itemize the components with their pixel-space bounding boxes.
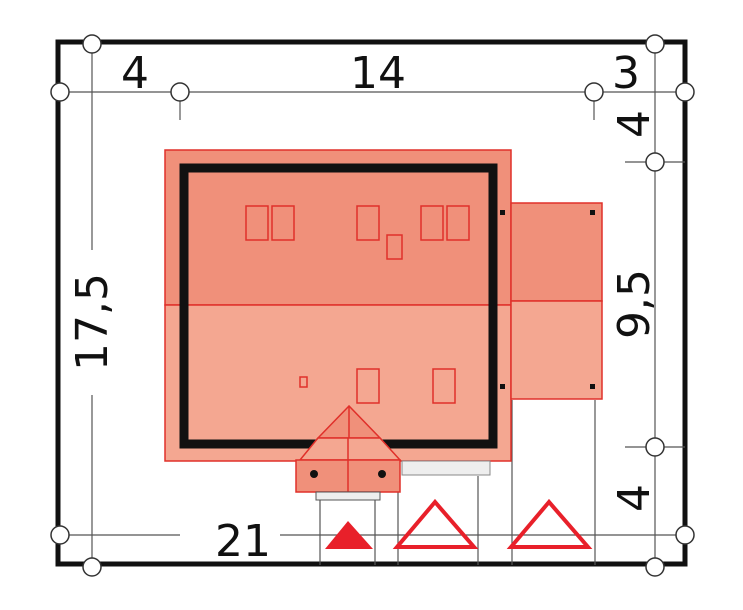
plot-boundary bbox=[55, 39, 688, 567]
dimension-right-top: 4 bbox=[609, 110, 660, 138]
dimension-bottom: 21 bbox=[215, 516, 271, 567]
dimension-markers bbox=[50, 34, 695, 577]
pedestrian-entrance-marker bbox=[325, 521, 373, 549]
roof-windows bbox=[245, 205, 470, 404]
dimension-top-left: 4 bbox=[121, 48, 149, 99]
dimension-right-middle: 9,5 bbox=[609, 269, 660, 339]
roof-garage-wing bbox=[500, 202, 603, 400]
dimension-top-middle: 14 bbox=[350, 48, 406, 99]
dimension-top-right: 3 bbox=[612, 48, 640, 99]
dimension-right-bottom: 4 bbox=[609, 484, 660, 512]
driveway-entrance-marker-2 bbox=[506, 498, 593, 549]
porch-roof bbox=[295, 404, 402, 501]
terrace-strip bbox=[401, 460, 491, 476]
roof-main bbox=[164, 149, 512, 462]
entrance-markers bbox=[325, 498, 593, 549]
driveway-entrance-marker-1 bbox=[392, 498, 479, 549]
dimension-left: 17,5 bbox=[67, 273, 118, 371]
